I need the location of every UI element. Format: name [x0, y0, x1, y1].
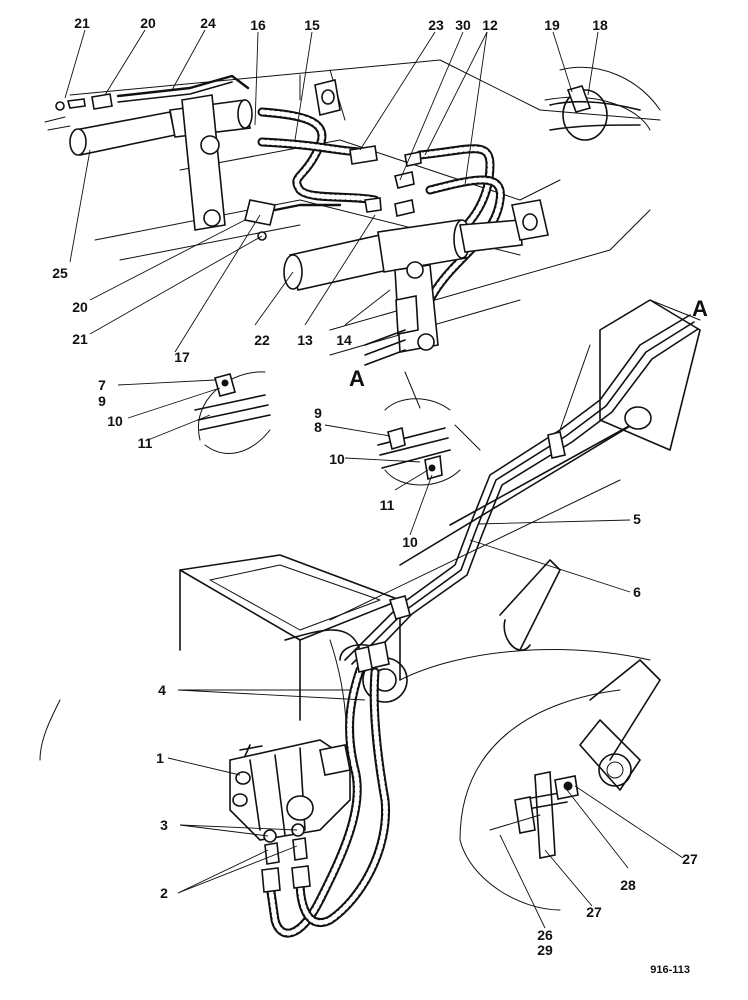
section-marker-a-left: A — [349, 366, 365, 391]
callout-1: 1 — [156, 750, 164, 766]
callout-20: 20 — [140, 15, 156, 31]
callout-9: 9 — [314, 405, 322, 421]
callout-10: 10 — [402, 534, 418, 550]
callout-30: 30 — [455, 17, 471, 33]
boom-pipes — [344, 314, 699, 669]
callout-13: 13 — [297, 332, 313, 348]
callout-22: 22 — [254, 332, 270, 348]
callout-3: 3 — [160, 817, 168, 833]
drawing-reference: 916-113 — [650, 964, 690, 976]
callout-14: 14 — [336, 332, 352, 348]
callout-11: 11 — [138, 435, 153, 451]
callout-21: 21 — [74, 15, 90, 31]
machine-outline — [39, 59, 701, 911]
leader-lines — [64, 29, 684, 929]
control-valve — [229, 739, 351, 865]
callout-25: 25 — [52, 265, 68, 281]
callout-9: 9 — [98, 393, 106, 409]
clamp-detail-middle — [377, 371, 461, 486]
callout-10: 10 — [329, 451, 345, 467]
section-marker-a-top: A — [692, 296, 708, 321]
callout-6: 6 — [633, 584, 641, 600]
callout-23: 23 — [428, 17, 444, 33]
callout-5: 5 — [633, 511, 641, 527]
callout-15: 15 — [304, 17, 320, 33]
callout-labels: 21 20 24 16 15 23 30 12 19 18 25 20 21 2… — [52, 15, 708, 976]
callout-8: 8 — [314, 419, 322, 435]
callout-18: 18 — [592, 17, 608, 33]
callout-17: 17 — [174, 349, 190, 365]
callout-2: 2 — [160, 885, 168, 901]
clamp-detail-left — [194, 371, 271, 454]
callout-28: 28 — [620, 877, 636, 893]
clamp-detail-right — [489, 771, 579, 859]
callout-20: 20 — [72, 299, 88, 315]
callout-10: 10 — [107, 413, 123, 429]
hoses-to-valve — [261, 641, 391, 938]
callout-12: 12 — [482, 17, 498, 33]
callout-7: 7 — [98, 377, 106, 393]
callout-29: 29 — [537, 942, 553, 958]
callout-27: 27 — [682, 851, 698, 867]
callout-11: 11 — [380, 497, 395, 513]
upper-cylinder-assembly — [44, 74, 641, 366]
callout-27: 27 — [586, 904, 602, 920]
callout-21: 21 — [72, 331, 88, 347]
callout-19: 19 — [544, 17, 560, 33]
callout-26: 26 — [537, 927, 553, 943]
callout-24: 24 — [200, 15, 216, 31]
callout-4: 4 — [158, 682, 166, 698]
callout-16: 16 — [250, 17, 266, 33]
